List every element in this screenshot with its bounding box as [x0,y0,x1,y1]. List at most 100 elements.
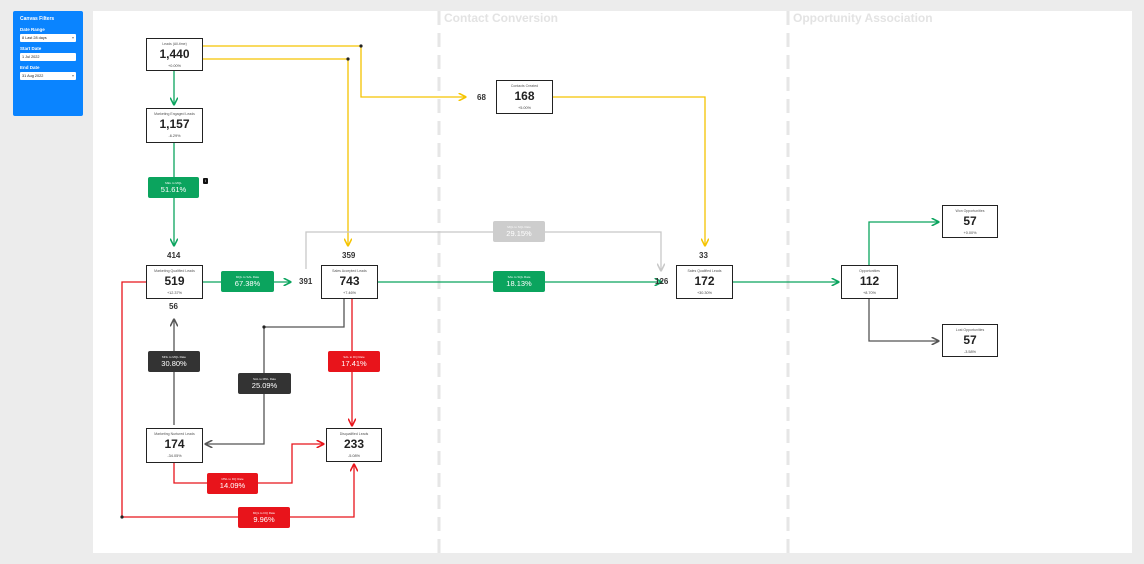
section-contact-conversion: Contact Conversion [444,11,559,25]
junction-dot [359,44,363,48]
start-date-input[interactable]: 1 Jul 2022 [20,53,76,61]
node-label: Sales Qualified Leads [687,269,722,273]
node-change: -3.58% [963,350,977,354]
node-disqualified[interactable]: Disqualified Leads 233 -5.08% [326,428,382,462]
count-into-sql-top: 33 [699,251,708,260]
node-label: Opportunities [859,269,880,273]
connector-leads-to-contacts [203,45,465,97]
connector-leads-to-sal [203,58,348,245]
conversion-mel-to-mql[interactable]: MEL to MQL 51.61% [148,177,199,198]
node-sales-accepted[interactable]: Sales Accepted Leads 743 +7.46% [321,265,378,299]
node-contacts-created[interactable]: Contacts Created 168 +5.00% [496,80,553,114]
node-marketing-engaged[interactable]: Marketing Engaged Leads 1,157 -6.29% [146,108,203,143]
conversion-label: SAL to DQ Rate [343,355,365,359]
node-value: 174 [164,437,185,451]
node-value: 743 [339,274,360,288]
node-change: -34.05% [167,454,182,458]
count-into-sql-left: 126 [655,277,669,286]
node-sales-qualified[interactable]: Sales Qualified Leads 172 +30.30% [676,265,733,299]
node-value: 112 [859,274,880,288]
conversion-label: SAL to MNL Rate [252,377,277,381]
node-change: +0.00% [168,64,181,68]
end-date-value: 31 Aug 2022 [22,74,44,78]
conversion-rate: 17.41% [341,359,367,368]
node-label: Marketing Nurtured Leads [154,432,195,436]
info-icon[interactable]: i [203,178,208,184]
node-change: +5.00% [518,106,531,110]
connector-nurture-to-dq [173,444,323,484]
node-value: 519 [164,274,185,288]
count-from-nurture: 56 [169,302,178,311]
node-label: Won Opportunities [955,209,985,213]
node-change: +12.37% [166,291,183,295]
conversion-rate: 25.09% [251,381,278,390]
end-date-input[interactable]: 31 Aug 2022 ▾ [20,72,76,80]
conversion-rate: 67.38% [234,279,261,288]
count-into-contacts: 68 [477,93,486,102]
conversion-sal-to-dq[interactable]: SAL to DQ Rate 17.41% [328,351,380,372]
conversion-rate: 29.15% [506,229,532,238]
conversion-label: SAL to SQL Rate [507,275,531,279]
end-date-label: End Date [20,65,40,70]
conversion-label: MNL to MQL Rate [162,355,186,359]
date-range-label: Date Range [20,27,45,32]
count-into-mql: 414 [167,251,181,260]
conversion-nurture-to-mql[interactable]: MNL to MQL Rate 30.80% [148,351,200,372]
start-date-label: Start Date [20,46,42,51]
node-label: Marketing Engaged Leads [154,112,195,116]
conversion-mql-to-sql[interactable]: MQL to SQL Rate 29.15% [493,221,545,242]
chevron-down-icon: ▾ [71,73,74,78]
node-value: 168 [514,89,535,103]
node-marketing-nurtured[interactable]: Marketing Nurtured Leads 174 -34.05% [146,428,203,463]
node-opportunities-won[interactable]: Won Opportunities 57 +0.00% [942,205,998,238]
node-value: 1,440 [159,47,190,61]
node-label: Sales Accepted Leads [332,269,367,273]
conversion-mql-to-sal[interactable]: MQL to SAL Rate 67.38% [221,271,274,292]
node-label: Marketing Qualified Leads [154,269,195,273]
connector-mql-to-sql [305,231,661,270]
node-value: 57 [963,214,977,228]
count-into-sal-top: 359 [342,251,356,260]
node-label: Lost Opportunities [955,328,985,332]
filters-title: Canvas Filters [20,16,55,22]
node-leads[interactable]: Leads (All-time) 1,440 +0.00% [146,38,203,71]
conversion-label: MQL to SQL Rate [507,225,531,229]
node-value: 233 [343,437,365,451]
connector-sal-to-nurture [206,299,345,444]
conversion-mql-to-dq[interactable]: MQL to DQ Rate 9.96% [238,507,290,528]
junction-dot [262,325,266,329]
node-change: -5.08% [347,454,361,458]
conversion-label: MEL to MQL [165,181,182,185]
connector-opp-to-won [868,222,938,266]
section-opportunity-association: Opportunity Association [793,11,933,25]
canvas-filters-panel: Canvas Filters Date Range 8 Last 28 days… [13,11,83,116]
conversion-label: MQL to DQ Rate [252,511,276,515]
date-range-value: 8 Last 28 days [22,36,47,40]
conversion-rate: 18.13% [506,279,532,288]
node-change: +7.46% [343,291,356,295]
node-value: 172 [694,274,715,288]
start-date-value: 1 Jul 2022 [22,55,40,59]
node-label: Disqualified Leads [339,432,369,436]
junction-dot [120,515,124,519]
conversion-rate: 30.80% [161,359,187,368]
junction-dot [346,57,350,61]
date-range-select[interactable]: 8 Last 28 days▾ [20,34,76,42]
conversion-label: MQL to SAL Rate [235,275,260,279]
conversion-nurture-to-dq[interactable]: MNL to DQ Rate 14.09% [207,473,258,494]
node-change: -6.29% [168,134,181,138]
conversion-label: MNL to DQ Rate [221,477,244,481]
connector-contacts-to-sql [553,96,705,245]
node-marketing-qualified[interactable]: Marketing Qualified Leads 519 +12.37% [146,265,203,299]
conversion-sal-to-nurture[interactable]: SAL to MNL Rate 25.09% [238,373,291,394]
node-change: +8.70% [863,291,876,295]
node-label: Leads (All-time) [162,42,187,46]
node-value: 57 [963,333,977,347]
node-label: Contacts Created [510,84,539,88]
node-opportunities[interactable]: Opportunities 112 +8.70% [841,265,898,299]
node-opportunities-lost[interactable]: Lost Opportunities 57 -3.58% [942,324,998,357]
conversion-sal-to-sql[interactable]: SAL to SQL Rate 18.13% [493,271,545,292]
conversion-rate: 51.61% [160,185,187,194]
node-change: +0.00% [963,231,977,235]
node-value: 1,157 [159,117,190,131]
